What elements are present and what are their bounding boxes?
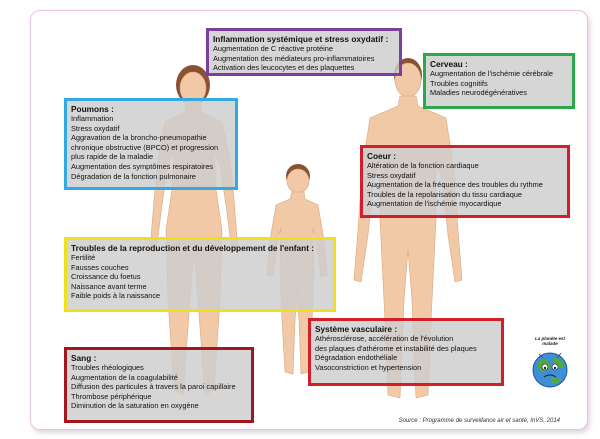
- list-item: Faible poids à la naissance: [71, 291, 161, 301]
- list-item: Augmentation de la fréquence des trouble…: [367, 180, 543, 190]
- list-item: Fausses couches: [71, 262, 129, 272]
- reproduction-title: Troubles de la reproduction et du dévelo…: [71, 243, 315, 253]
- coeur-box: Coeur : Altération de la fonction cardia…: [360, 145, 570, 218]
- list-item: Stress oxydatif: [367, 170, 416, 180]
- list-item: Athérosclérose, accélération de l'évolut…: [315, 334, 477, 353]
- logo-text: La planète est malade: [534, 336, 565, 346]
- list-item: Vasoconstriction et hypertension: [315, 362, 422, 372]
- source-caption: Source : Programme de surveillance air e…: [398, 418, 560, 424]
- cerveau-box: Cerveau : Augmentation de l'ischémie cér…: [423, 53, 575, 109]
- reproduction-box: Troubles de la reproduction et du dévelo…: [64, 237, 336, 312]
- child-head: [286, 168, 310, 194]
- sang-title: Sang :: [71, 353, 97, 363]
- list-item: Fertilité: [71, 253, 96, 262]
- cerveau-title: Cerveau :: [430, 59, 468, 69]
- list-item: Augmentation de l'ischémie cérébrale: [430, 69, 554, 78]
- inflammation-title: Inflammation systémique et stress oxydat…: [213, 34, 389, 44]
- list-item: Diminution de la saturation en oxygène: [71, 401, 199, 411]
- list-item: Troubles de la repolarisation du tissu c…: [367, 189, 523, 199]
- sick-planet-logo: La planète est malade: [527, 336, 573, 396]
- list-item: Activation des leucocytes et des plaquet…: [213, 63, 355, 73]
- vasculaire-box: Système vasculaire : Athérosclérose, acc…: [308, 318, 504, 386]
- list-item: Augmentation des symptômes respiratoires: [71, 161, 214, 171]
- poumons-title: Poumons :: [71, 104, 114, 114]
- list-item: Troubles cognitifs: [430, 78, 488, 88]
- list-item: Thrombose périphérique: [71, 391, 152, 401]
- list-item: Stress oxydatif: [71, 123, 120, 133]
- list-item: Inflammation: [71, 114, 114, 123]
- list-item: Altération de la fonction cardiaque: [367, 161, 479, 170]
- vasculaire-title: Système vasculaire :: [315, 324, 398, 334]
- list-item: Maladies neurodégénératives: [430, 88, 527, 98]
- inflammation-box: Inflammation systémique et stress oxydat…: [206, 28, 402, 76]
- list-item: Naissance avant terme: [71, 281, 147, 291]
- list-item: Diffusion des particules à travers la pa…: [71, 382, 236, 392]
- list-item: Augmentation de l'ischémie myocardique: [367, 199, 502, 209]
- earth-icon: [532, 352, 568, 388]
- list-item: Aggravation de la broncho-pneumopathie c…: [71, 133, 219, 162]
- list-item: Croissance du foetus: [71, 272, 141, 282]
- list-item: Dégradation endothéliale: [315, 353, 398, 363]
- list-item: Augmentation de la coagulabilité: [71, 372, 178, 382]
- coeur-title: Coeur :: [367, 151, 397, 161]
- list-item: Augmentation des médiateurs pro-inflamma…: [213, 53, 375, 63]
- list-item: Dégradation de la fonction pulmonaire: [71, 171, 196, 181]
- list-item: Troubles rhéologiques: [71, 363, 144, 372]
- sang-box: Sang : Troubles rhéologiques Augmentatio…: [64, 347, 254, 423]
- poumons-box: Poumons : Inflammation Stress oxydatif A…: [64, 98, 238, 190]
- list-item: Augmentation de C réactive protéine: [213, 44, 333, 53]
